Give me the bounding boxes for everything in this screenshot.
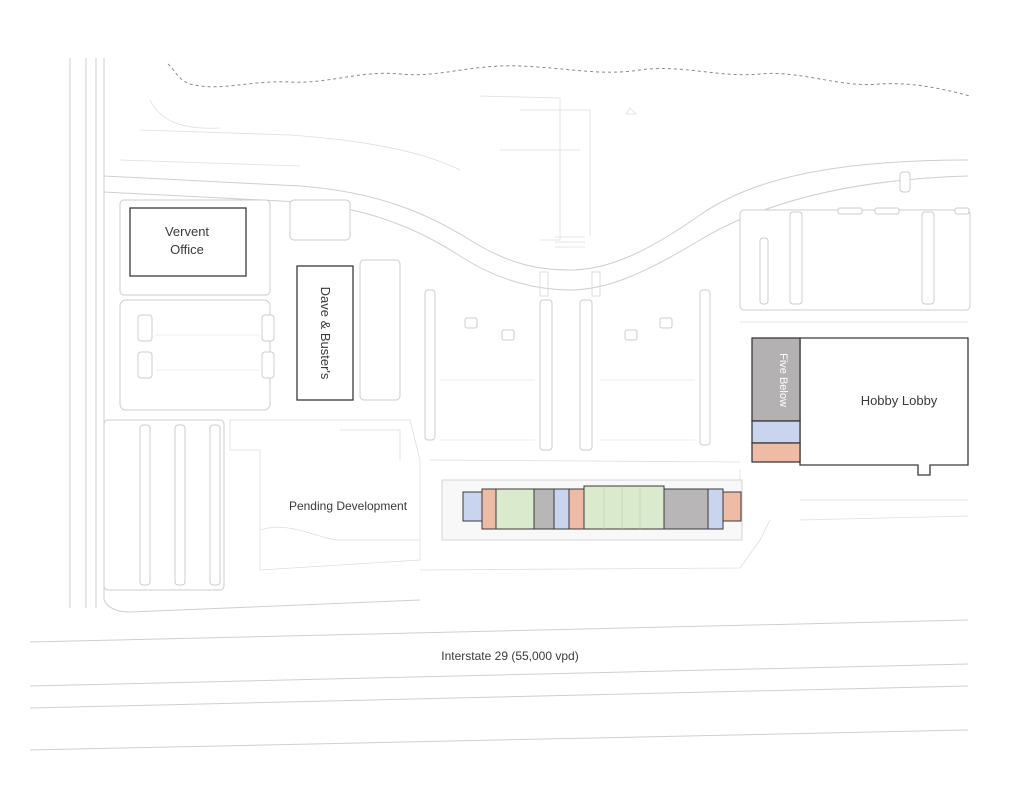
parking-east (739, 171, 971, 521)
dave-busters-label: Dave & Buster's (318, 287, 333, 380)
strip-suite-9 (707, 488, 724, 530)
hobby-lobby-building (799, 337, 969, 476)
main-curved-drive (103, 95, 969, 291)
interstate-label: Interstate 29 (55,000 vpd) (441, 649, 578, 663)
vervent-label-line2: Office (170, 242, 204, 257)
interstate-lanes (29, 619, 969, 751)
vervent-office-building (129, 207, 247, 277)
five-below-building (751, 337, 801, 422)
property-boundary-line (167, 63, 971, 97)
hobby-lobby-label: Hobby Lobby (861, 393, 938, 408)
strip-suite-5 (553, 488, 570, 530)
tenant-suite-salmon-east (751, 442, 801, 463)
strip-suite-6 (568, 488, 585, 530)
strip-suite-3 (495, 488, 535, 530)
strip-suite-8 (663, 488, 709, 530)
strip-suite-7 (583, 485, 665, 530)
crosswalks (539, 271, 601, 297)
parking-central (289, 199, 771, 571)
retail-strip-building (441, 479, 743, 541)
strip-suite-4 (533, 488, 555, 530)
tenant-suite-blue-east (751, 420, 801, 444)
pending-development-label: Pending Development (289, 499, 408, 513)
strip-suite-2 (481, 488, 497, 530)
five-below-label: Five Below (777, 353, 789, 407)
dave-busters-building (296, 265, 354, 401)
strip-suite-10 (722, 491, 742, 522)
pending-development-area (229, 419, 421, 571)
strip-suite-1 (462, 491, 483, 522)
vervent-label-line1: Vervent (165, 224, 209, 239)
